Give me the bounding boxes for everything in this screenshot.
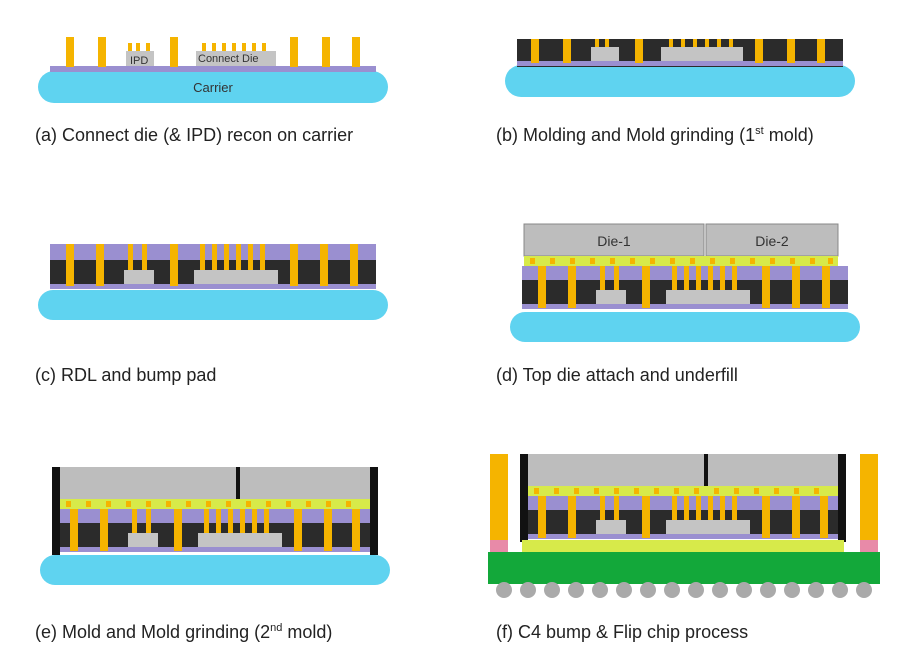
substrate xyxy=(488,552,880,584)
microbumps xyxy=(66,501,351,507)
ipd-die xyxy=(596,290,626,304)
connect-die xyxy=(666,520,750,534)
caption-c: (c) RDL and bump pad xyxy=(35,365,217,385)
pillars xyxy=(538,496,828,538)
caption-b-sup: st xyxy=(755,125,764,137)
rdl-bottom xyxy=(522,304,848,309)
underfill xyxy=(524,256,838,266)
connect-die xyxy=(661,47,743,61)
adhesive-left xyxy=(490,540,508,552)
panel-c-diagram xyxy=(38,244,388,320)
caption-f: (f) C4 bump & Flip chip process xyxy=(496,622,749,642)
adhesive-right xyxy=(860,540,878,552)
caption-e-main: (e) Mold and Mold grinding (2 xyxy=(35,622,271,642)
die-1 xyxy=(523,223,705,257)
mold-right-wall xyxy=(370,467,378,555)
mold-right-wall xyxy=(838,454,846,542)
die-2 xyxy=(705,223,839,257)
die-gap xyxy=(236,467,240,499)
panel-b xyxy=(505,37,857,106)
caption-a: (a) Connect die (& IPD) recon on carrier xyxy=(35,125,354,145)
connect-die xyxy=(198,533,282,547)
carrier xyxy=(38,71,388,103)
rdl-top xyxy=(528,496,838,510)
carrier xyxy=(40,555,390,585)
rdl-bottom xyxy=(60,547,370,552)
underfill-c4 xyxy=(522,540,844,552)
top-die-left xyxy=(60,467,236,499)
carrier-label: Carrier xyxy=(193,80,233,95)
top-die-left xyxy=(528,454,704,486)
panel-c xyxy=(38,240,390,327)
pillars xyxy=(531,39,825,63)
ipd-die xyxy=(126,51,154,66)
pillars xyxy=(538,266,830,308)
pillars xyxy=(66,244,358,286)
panel-f-diagram xyxy=(488,454,880,598)
carrier xyxy=(38,290,388,320)
panel-d-diagram: Die-1 Die-2 xyxy=(510,223,860,342)
rdl-layer xyxy=(517,61,843,66)
caption-b-main: (b) Molding and Mold grinding (1 xyxy=(496,125,756,145)
stiffener-right xyxy=(860,454,878,540)
die-2-label: Die-2 xyxy=(755,233,789,249)
rdl-bottom xyxy=(50,284,376,289)
connect-die xyxy=(194,270,278,284)
panel-d: Die-1 Die-2 xyxy=(510,222,862,349)
mold-left-wall xyxy=(52,467,60,555)
caption-b-end: mold) xyxy=(763,125,814,145)
caption-e-sup: nd xyxy=(270,622,283,634)
ipd-die xyxy=(128,533,158,547)
panel-b-diagram xyxy=(505,39,855,97)
ipd-die xyxy=(124,270,154,284)
stiffener-left xyxy=(490,454,508,540)
connect-die xyxy=(196,51,276,66)
pillars xyxy=(66,37,360,67)
rdl-top xyxy=(60,509,370,523)
panel-a-diagram: IPD Connect Die Carrier xyxy=(38,37,388,103)
caption-d: (d) Top die attach and underfill xyxy=(496,365,738,385)
ipd-die xyxy=(596,520,626,534)
mold-left-wall xyxy=(520,454,528,542)
carrier xyxy=(510,312,860,342)
carrier xyxy=(505,65,855,97)
connect-die-label: Connect Die xyxy=(198,53,259,65)
panel-e-diagram xyxy=(40,467,390,585)
panel-e xyxy=(40,465,392,592)
c4-bumps xyxy=(496,582,872,598)
underfill-top xyxy=(528,486,838,496)
die-gap xyxy=(704,454,708,486)
rdl-layer xyxy=(50,66,376,72)
microbumps xyxy=(530,258,833,264)
panel-a: IPD Connect Die Carrier xyxy=(38,33,390,110)
top-die-right xyxy=(708,454,838,486)
connect-die xyxy=(666,290,750,304)
caption-e: (e) Mold and Mold grinding (2nd mold) xyxy=(35,622,332,643)
microbumps xyxy=(534,488,819,494)
ipd-label: IPD xyxy=(130,55,148,67)
die-1-label: Die-1 xyxy=(597,233,631,249)
top-die-right xyxy=(240,467,370,499)
caption-e-end: mold) xyxy=(282,622,333,642)
underfill xyxy=(60,499,370,509)
rdl-bottom xyxy=(528,534,838,539)
panel-f xyxy=(488,452,882,605)
ipd-die xyxy=(591,47,619,61)
caption-b: (b) Molding and Mold grinding (1st mold) xyxy=(496,125,814,146)
pillars xyxy=(70,509,360,551)
